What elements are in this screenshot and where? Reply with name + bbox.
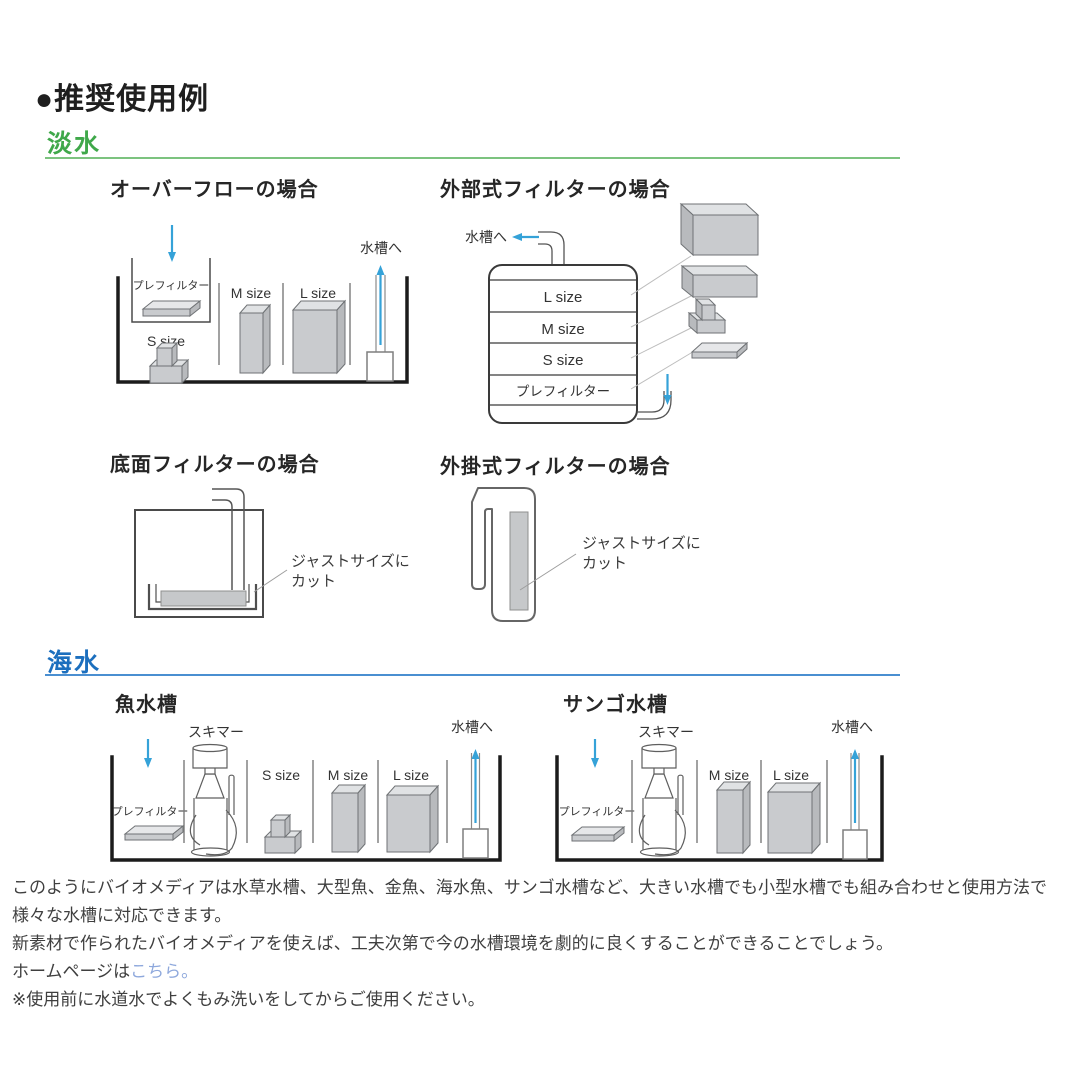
- down-arrow-icon: [144, 739, 152, 768]
- down-arrow-icon: [591, 739, 599, 768]
- pump: [366, 351, 394, 382]
- coral-tank-title: サンゴ水槽: [563, 694, 668, 716]
- cut-label-line1: ジャストサイズに: [291, 553, 410, 570]
- leader-line: [519, 553, 577, 591]
- footer-paragraph-2: 新素材で作られたバイオメディアを使えば、工夫次第で今の水槽環境を劇的に良くするこ…: [12, 934, 893, 953]
- down-arrow-icon: [168, 225, 176, 262]
- l-size-block: [385, 784, 440, 854]
- homepage-suffix: 。: [181, 962, 199, 981]
- bottom-filter-title: 底面フィルターの場合: [110, 454, 320, 476]
- l-size-block: [766, 781, 822, 855]
- s-size-label: S size: [262, 767, 300, 783]
- l-size-label: L size: [300, 285, 336, 301]
- l-size-label: L size: [393, 767, 429, 783]
- bottom-plate: [147, 584, 258, 611]
- outlet-pipe: [538, 243, 553, 267]
- skimmer-label: スキマー: [188, 724, 244, 740]
- overflow-diagram: プレフィルター S size M size L size: [116, 225, 409, 385]
- layer-s-label: S size: [543, 352, 584, 369]
- coral-tank-diagram: スキマー プレフィルター M size: [555, 719, 884, 862]
- external-title: 外部式フィルターの場合: [440, 179, 671, 201]
- external-filter-diagram: 水槽へ L size M size S size プレフィルター: [465, 202, 760, 424]
- footer-paragraph-1: このようにバイオメディアは水草水槽、大型魚、金魚、海水魚、サンゴ水槽など、大きい…: [12, 878, 1047, 925]
- m-size-block: [238, 303, 272, 375]
- prefilter-sheet: [690, 341, 749, 360]
- filter-pad: [160, 590, 247, 607]
- to-tank-label: 水槽へ: [451, 719, 493, 735]
- layer-m-label: M size: [541, 321, 584, 338]
- inlet-pipe: [637, 391, 665, 413]
- pump: [462, 828, 489, 859]
- prefilter-sheet: [141, 299, 202, 318]
- cut-label-line2: カット: [582, 555, 627, 572]
- canister-body: [488, 264, 638, 424]
- layer-pre-label: プレフィルター: [516, 384, 610, 399]
- fish-tank-diagram: スキマー プレフィルター S size: [110, 719, 502, 862]
- section-label-freshwater: 淡水: [47, 130, 102, 158]
- up-arrow-icon: [851, 749, 859, 823]
- homepage-link[interactable]: こちら: [130, 962, 182, 981]
- down-arrow-icon: [663, 374, 672, 405]
- overflow-title: オーバーフローの場合: [110, 179, 319, 201]
- m-size-block: [330, 783, 367, 854]
- prefilter-label: プレフィルター: [559, 805, 636, 818]
- pump: [842, 829, 868, 860]
- footer-note: ※使用前に水道水でよくもみ洗いをしてからご使用ください。: [12, 990, 485, 1009]
- up-arrow-icon: [376, 265, 385, 345]
- l-size-block: [679, 202, 760, 257]
- footer: このようにバイオメディアは水草水槽、大型魚、金魚、海水魚、サンゴ水槽など、大きい…: [12, 874, 1070, 1014]
- m-size-label: M size: [231, 285, 272, 301]
- filter-pad: [509, 511, 529, 611]
- m-size-block: [715, 780, 752, 855]
- prefilter-label: プレフィルター: [133, 279, 210, 292]
- hangon-title: 外掛式フィルターの場合: [440, 456, 671, 478]
- uplift-pipe: [212, 488, 245, 590]
- leader-line: [630, 295, 692, 328]
- to-tank-label: 水槽へ: [360, 240, 402, 256]
- prefilter-sheet: [570, 825, 626, 843]
- section-rule-freshwater: [45, 157, 900, 159]
- outlet-pipe: [538, 231, 565, 267]
- skimmer-label: スキマー: [638, 724, 694, 740]
- left-arrow-icon: [512, 233, 539, 241]
- tank-outline: [134, 509, 264, 618]
- layer-l-label: L size: [544, 289, 583, 306]
- section-rule-saltwater: [45, 674, 900, 676]
- cut-label-line2: カット: [291, 573, 336, 590]
- l-size-label: L size: [773, 767, 809, 783]
- uplift-pipe: [212, 499, 233, 590]
- footer-homepage-line: ホームページはこちら。: [12, 958, 1070, 986]
- prefilter-label: プレフィルター: [112, 805, 189, 818]
- section-label-saltwater: 海水: [47, 649, 102, 677]
- inlet-pipe: [637, 391, 672, 420]
- s-size-block: [687, 297, 727, 335]
- skimmer-drawing: [638, 743, 686, 857]
- to-tank-label: 水槽へ: [465, 229, 507, 245]
- sump-tank-outline: [110, 755, 502, 862]
- leader-line: [630, 352, 692, 390]
- leader-line: [253, 569, 288, 593]
- bottom-filter-diagram: ジャストサイズに カット: [134, 488, 410, 618]
- skimmer-drawing: [189, 743, 237, 857]
- hangon-filter-diagram: ジャストサイズに カット: [471, 487, 701, 622]
- m-size-label: M size: [328, 767, 369, 783]
- cut-label-line1: ジャストサイズに: [582, 535, 701, 552]
- s-size-block: [263, 813, 303, 855]
- leader-line: [630, 327, 692, 359]
- page-title: ●推奨使用例: [35, 83, 210, 116]
- leader-line: [630, 255, 692, 296]
- m-size-block: [680, 264, 759, 299]
- s-size-block: [148, 341, 190, 385]
- l-size-block: [291, 299, 347, 375]
- prefilter-chamber: [131, 258, 211, 323]
- to-tank-label: 水槽へ: [831, 719, 873, 735]
- sump-tank-outline: [116, 276, 409, 384]
- homepage-prefix: ホームページは: [12, 962, 131, 981]
- fish-tank-title: 魚水槽: [115, 694, 178, 716]
- up-arrow-icon: [471, 749, 480, 823]
- sump-tank-outline: [555, 755, 884, 862]
- m-size-label: M size: [709, 767, 750, 783]
- prefilter-sheet: [123, 824, 185, 842]
